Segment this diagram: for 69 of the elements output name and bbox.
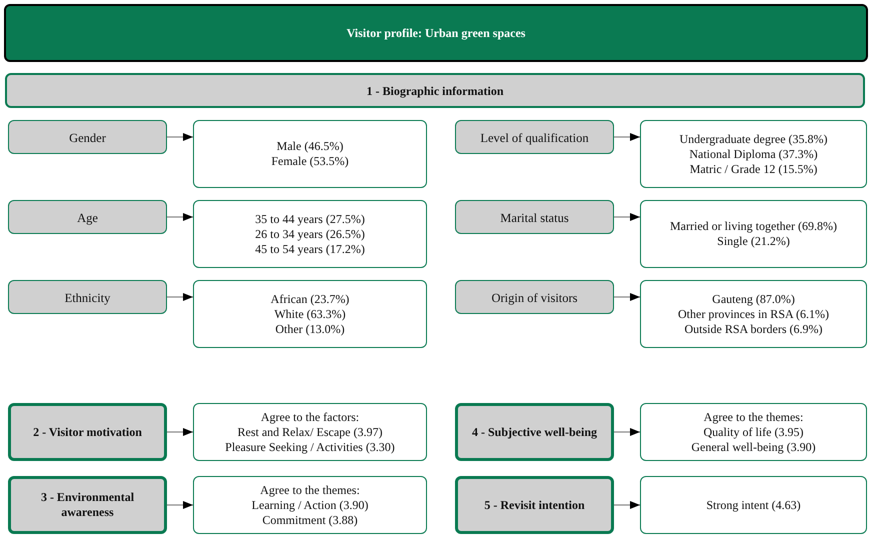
node-text: National Diploma (37.3%) xyxy=(688,146,819,162)
category-box xyxy=(455,200,614,234)
result-box xyxy=(640,403,867,461)
arrow xyxy=(614,293,640,301)
result-box xyxy=(193,280,427,348)
node-text: Married or living together (69.8%) xyxy=(669,219,838,234)
node-text: Other (13.0%) xyxy=(274,322,346,336)
arrow xyxy=(166,428,194,436)
node-text: Pleasure Seeking / Activities (3.30) xyxy=(224,440,396,454)
arrow xyxy=(166,213,194,221)
node-text: Female (53.5%) xyxy=(270,154,350,169)
node-text: General well-being (3.90) xyxy=(690,440,817,454)
section-band xyxy=(5,73,865,108)
node-text: African (23.7%) xyxy=(270,292,350,306)
node-text: Ethnicity xyxy=(64,290,112,307)
node-text: Commitment (3.88) xyxy=(261,512,359,528)
result-box xyxy=(640,280,867,348)
node-text: Undergraduate degree (35.8%) xyxy=(678,132,829,146)
category-box xyxy=(455,280,614,314)
node-text: Quality of life (3.95) xyxy=(702,424,804,440)
node-text: Single (21.2%) xyxy=(716,234,791,249)
node-text: 2 - Visitor motivation xyxy=(32,424,143,440)
node-text: 45 to 54 years (17.2%) xyxy=(254,242,366,256)
node-text: 35 to 44 years (27.5%) xyxy=(254,212,366,226)
node-text: Male (46.5%) xyxy=(276,139,344,154)
arrow xyxy=(166,293,194,301)
theme-box xyxy=(8,476,167,534)
result-box xyxy=(193,120,427,188)
node-text: Outside RSA borders (6.9%) xyxy=(684,322,824,336)
node-text: Other provinces in RSA (6.1%) xyxy=(677,306,830,322)
arrow xyxy=(166,133,194,141)
node-text: Gauteng (87.0%) xyxy=(711,292,796,306)
node-text: Rest and Relax/ Escape (3.97) xyxy=(236,424,384,440)
node-text: White (63.3%) xyxy=(273,306,347,322)
result-box xyxy=(193,476,427,534)
node-text: 3 - Environmental awareness xyxy=(40,490,136,520)
node-text: 4 - Subjective well-being xyxy=(471,424,598,440)
category-box xyxy=(8,280,167,314)
node-text: Learning / Action (3.90) xyxy=(250,498,370,512)
result-box xyxy=(193,403,427,461)
node-text: Agree to the themes: xyxy=(702,410,804,424)
result-box xyxy=(640,200,867,268)
category-box xyxy=(8,200,167,234)
theme-box xyxy=(8,403,167,461)
node-text: Strong intent (4.63) xyxy=(705,498,802,512)
node-text: Age xyxy=(76,210,99,227)
title: Visitor profile: Urban green spaces xyxy=(346,25,526,42)
result-box xyxy=(193,200,427,268)
node-text: 1 - Biographic information xyxy=(366,82,504,100)
node-text: Level of qualification xyxy=(479,130,590,147)
node-text: 5 - Revisit intention xyxy=(483,498,586,512)
category-box xyxy=(455,120,614,154)
node-text: Matric / Grade 12 (15.5%) xyxy=(688,162,818,176)
result-box xyxy=(640,476,867,534)
arrow xyxy=(614,133,640,141)
node-text: Agree to the factors: xyxy=(260,410,360,424)
node-text: Agree to the themes: xyxy=(259,482,361,498)
node-text: Marital status xyxy=(499,210,570,227)
theme-box xyxy=(455,403,614,461)
node-text: Origin of visitors xyxy=(490,290,579,307)
category-box xyxy=(8,120,167,154)
result-box xyxy=(640,120,867,188)
theme-box xyxy=(455,476,614,534)
arrow xyxy=(614,501,640,509)
node-text: Gender xyxy=(68,130,107,147)
arrow xyxy=(166,501,194,509)
node-text: 26 to 34 years (26.5%) xyxy=(254,226,366,242)
arrow xyxy=(614,213,640,221)
arrow xyxy=(614,428,640,436)
